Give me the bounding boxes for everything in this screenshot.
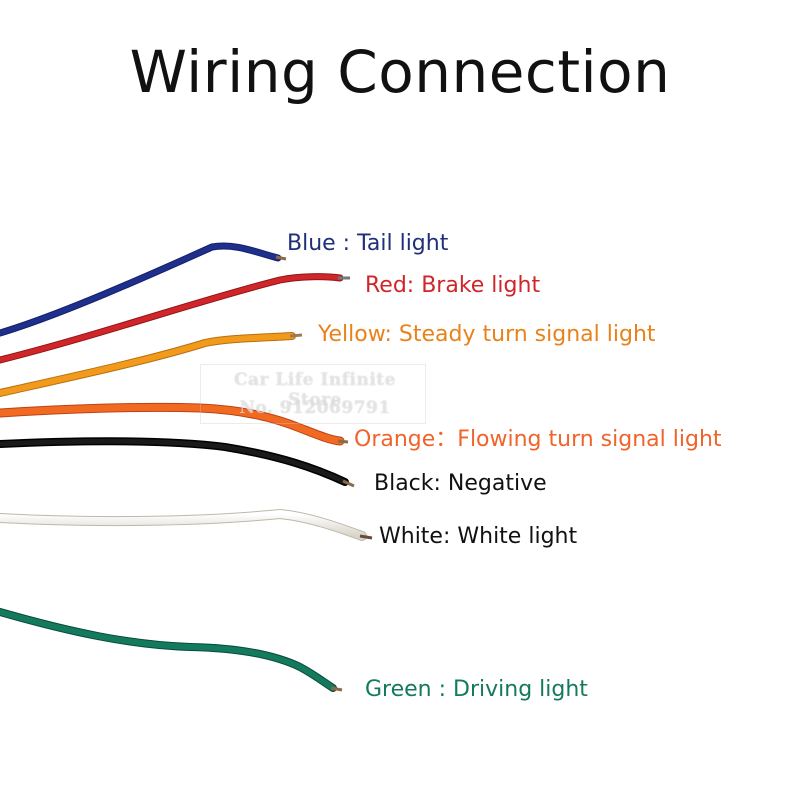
yellow-wire — [0, 332, 303, 397]
watermark-box — [200, 364, 426, 424]
red-wire — [0, 273, 350, 364]
label-yellow-steady-turn: Yellow: Steady turn signal light — [318, 322, 656, 347]
label-black-negative: Black: Negative — [374, 471, 547, 496]
label-blue-tail-light: Blue : Tail light — [287, 231, 449, 256]
watermark-store-number: No. 912069791 — [239, 398, 391, 418]
black-wire — [0, 437, 355, 488]
orange-wire — [0, 402, 349, 446]
label-red-brake-light: Red: Brake light — [365, 273, 541, 298]
label-orange-flowing-turn: Orange：Flowing turn signal light — [354, 427, 722, 452]
green-wire — [0, 608, 343, 692]
blue-wire — [0, 242, 287, 337]
label-white-white-light: White: White light — [379, 524, 578, 549]
watermark-store-name: Car Life Infinite Store — [234, 370, 396, 410]
white-wire — [0, 508, 373, 541]
label-green-driving-light: Green : Driving light — [365, 677, 588, 702]
diagram-title: Wiring Connection — [129, 38, 671, 106]
